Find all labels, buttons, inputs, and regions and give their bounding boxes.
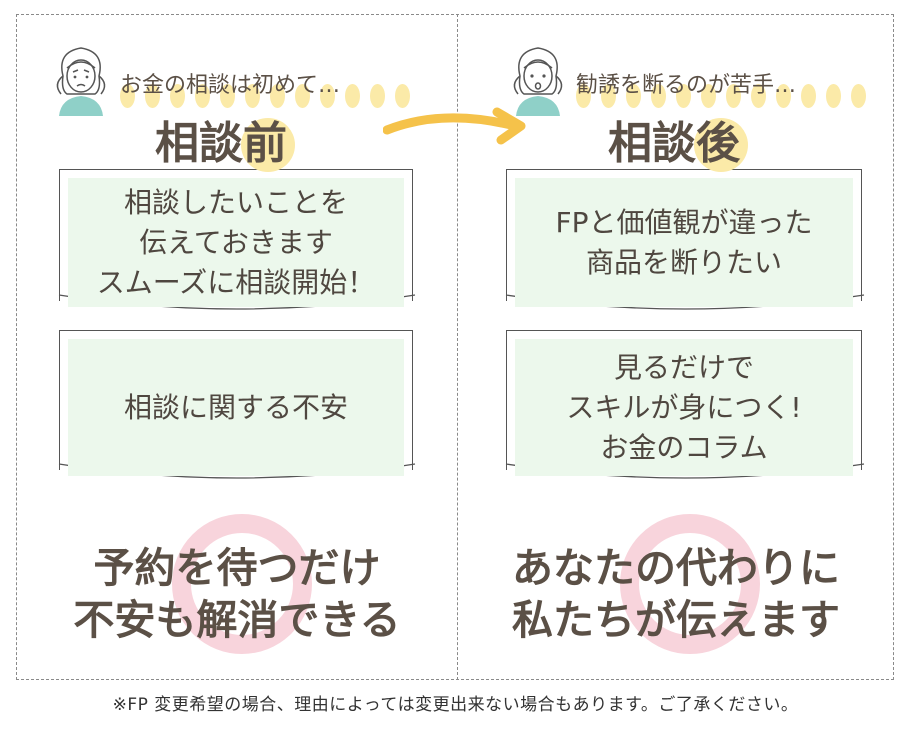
surprised-woman-avatar-icon <box>513 47 563 116</box>
section-heading: 相談後 <box>608 112 748 176</box>
worried-woman-avatar-icon <box>56 47 106 116</box>
card-prepare-text: 相談したいことを 伝えておきます スムーズに相談開始！ <box>68 178 404 307</box>
before-panel: お金の相談は初めて… 相談前 相談したいことを 伝えておきます スムーズに相談開… <box>17 14 457 680</box>
heading-highlight: 後 <box>694 112 748 176</box>
card-anxiety: 相談に関する不安 <box>58 330 416 479</box>
worry-highlight-dots <box>576 84 876 108</box>
result-message: 予約を待つだけ 不安も解消できる <box>73 544 401 644</box>
heading-highlight: 前 <box>241 112 295 176</box>
card-decline-text: FPと価値観が違った 商品を断りたい <box>515 178 853 307</box>
after-panel: 勧誘を断るのが苦手… 相談後 FPと価値観が違った 商品を断りたい 見るだけで … <box>458 14 894 680</box>
footnote: ※FP 変更希望の場合、理由によっては変更出来ない場合もあります。ご了承ください… <box>112 695 799 715</box>
right-arrow-icon <box>383 107 526 145</box>
card-column-text: 見るだけで スキルが身につく! お金のコラム <box>515 339 853 476</box>
card-column: 見るだけで スキルが身につく! お金のコラム <box>505 330 865 479</box>
worry-text: 勧誘を断るのが苦手… <box>576 73 797 98</box>
card-anxiety-text: 相談に関する不安 <box>68 339 404 476</box>
comparison-frame <box>16 14 894 680</box>
result-message: あなたの代わりに 私たちが伝えます <box>512 544 840 644</box>
section-heading: 相談前 <box>155 112 295 176</box>
worry-highlight-dots <box>120 84 420 108</box>
card-decline: FPと価値観が違った 商品を断りたい <box>505 169 865 310</box>
worry-text: お金の相談は初めて… <box>120 73 341 98</box>
card-prepare: 相談したいことを 伝えておきます スムーズに相談開始！ <box>58 169 416 310</box>
panel-divider <box>457 14 458 680</box>
